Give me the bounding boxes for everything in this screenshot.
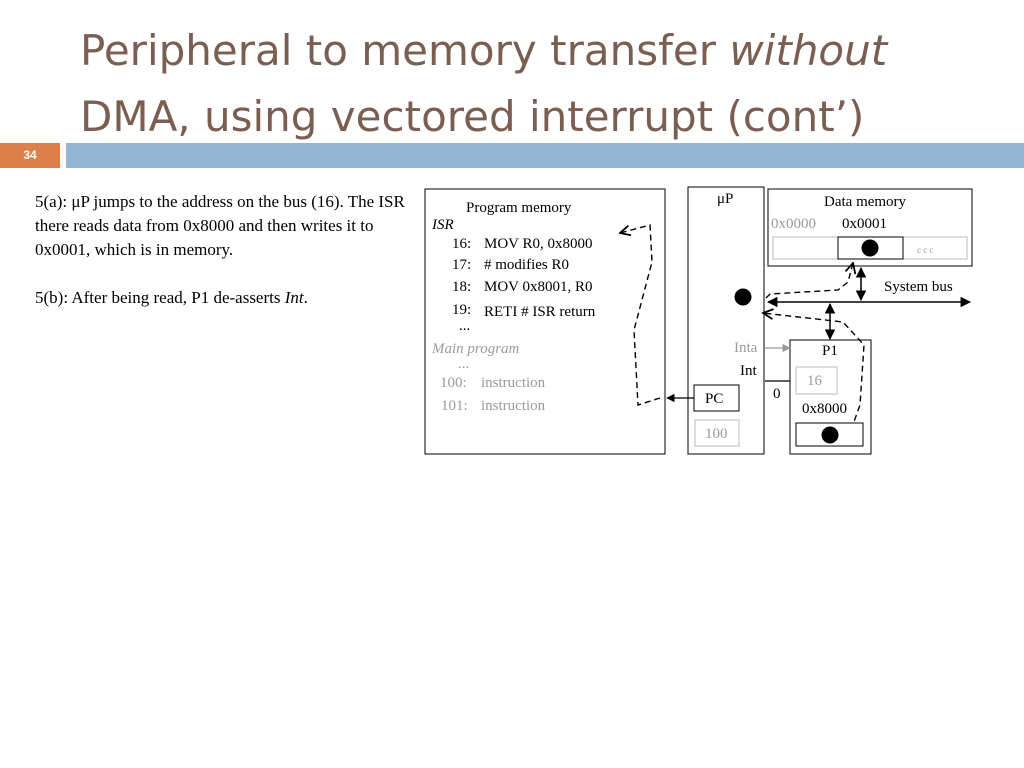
program-memory-box: [424, 188, 666, 455]
body-paragraph-2: 5(b): After being read, P1 de-asserts In…: [35, 286, 415, 310]
main-line-100-num: 100:: [440, 375, 467, 391]
inta-label: Inta: [734, 340, 758, 356]
isr-line-17-code: # modifies R0: [484, 257, 569, 273]
isr-label: ISR: [431, 217, 454, 233]
title-italic-word: without: [729, 26, 888, 75]
isr-line-18-num: 18:: [452, 279, 471, 295]
isr-line-16-code: MOV R0, 0x8000: [484, 236, 593, 252]
data-memory-dots: c c c: [917, 245, 933, 255]
p1-value-box: [795, 366, 838, 395]
isr-line-19-num: 19:: [452, 302, 471, 318]
up-box: [687, 186, 765, 455]
p1-data-dot: [821, 426, 839, 444]
data-flow-dashed-arrow-2: [765, 263, 853, 299]
pc-label: PC: [705, 391, 723, 407]
isr-line-16-num: 16:: [452, 236, 471, 252]
isr-line-19-code: RETI # ISR return: [484, 304, 596, 320]
jump-to-isr-dashed-arrow: [620, 224, 661, 406]
main-line-100-code: instruction: [481, 375, 546, 391]
body-paragraph-2-suffix: .: [303, 288, 308, 307]
title-line2: DMA, using vectored interrupt (cont’): [80, 92, 865, 141]
p1-value: 16: [807, 373, 823, 389]
isr-line-18-code: MOV 0x8001, R0: [484, 279, 593, 295]
isr-ellipsis: ...: [459, 318, 470, 334]
main-ellipsis: ...: [458, 356, 469, 372]
main-line-101-code: instruction: [481, 398, 546, 414]
main-line-101-num: 101:: [441, 398, 468, 414]
p1-addr: 0x8000: [802, 401, 847, 417]
title-line1: Peripheral to memory transfer: [80, 26, 730, 75]
data-memory-addr-0x0000: 0x0000: [771, 216, 816, 232]
up-label: μP: [717, 191, 733, 207]
page-bar: [0, 143, 1024, 168]
slide-body: 5(a): μP jumps to the address on the bus…: [35, 190, 415, 334]
pc-value: 100: [705, 426, 728, 442]
body-paragraph-2-italic: Int: [284, 288, 304, 307]
data-memory-cell-0x0001: [837, 236, 904, 260]
p1-box: [789, 339, 872, 455]
main-program-label: Main program: [431, 341, 520, 357]
up-data-dot: [734, 288, 752, 306]
data-memory-dot: [861, 239, 879, 257]
data-memory-box: [767, 188, 973, 267]
isr-line-17-num: 17:: [452, 257, 471, 273]
data-memory-addr-0x0001: 0x0001: [842, 216, 887, 232]
program-memory-title: Program memory: [466, 200, 572, 216]
pc-value-box: [694, 419, 740, 447]
data-flow-dashed-arrow: [763, 313, 865, 431]
page-number: 34: [0, 143, 60, 168]
slide-title: Peripheral to memory transfer without DM…: [80, 18, 980, 150]
int-signal-value: 0: [773, 386, 781, 402]
system-bus-label: System bus: [884, 279, 953, 295]
body-paragraph-2-prefix: 5(b): After being read, P1 de-asserts: [35, 288, 285, 307]
int-label: Int: [740, 363, 757, 379]
p1-label: P1: [822, 343, 838, 359]
page-bar-gap: [60, 143, 66, 168]
data-memory-title: Data memory: [824, 194, 907, 210]
body-paragraph-1: 5(a): μP jumps to the address on the bus…: [35, 192, 405, 259]
